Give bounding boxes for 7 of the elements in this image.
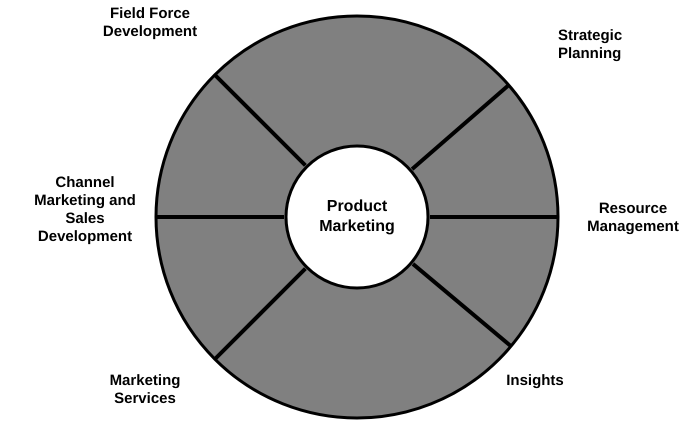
segment-label: Resource Management <box>587 200 679 235</box>
segment-label: Marketing Services <box>110 372 180 407</box>
segment-label: Strategic Planning <box>558 27 622 62</box>
segment-label: Insights <box>506 372 564 389</box>
center-label: Product Marketing <box>318 197 396 237</box>
segment-label: Field Force Development <box>102 5 198 40</box>
segment-label: Channel Marketing and Sales Development <box>34 174 136 245</box>
